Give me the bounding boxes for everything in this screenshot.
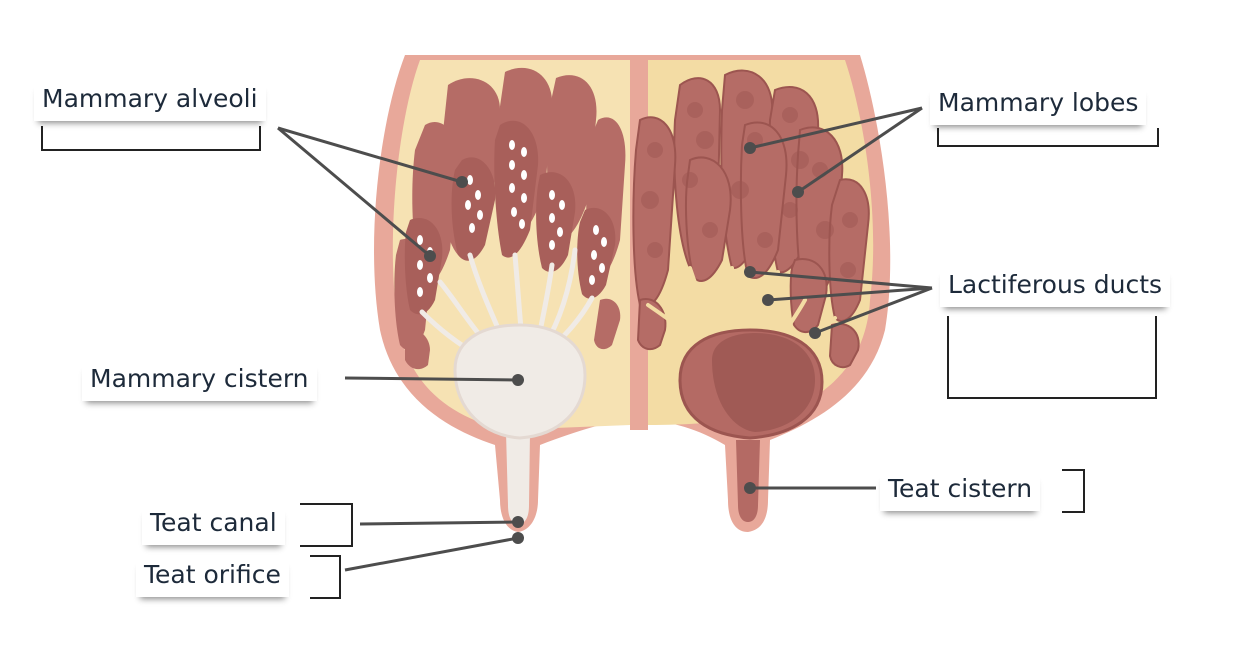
right-lobes — [632, 69, 870, 369]
right-cistern-highlight — [712, 333, 815, 432]
lobe-with-alveoli-3 — [536, 172, 576, 272]
label-teat-canal: Teat canal — [142, 506, 285, 545]
lobe-with-alveoli-2 — [494, 120, 539, 258]
leader-lines — [277, 106, 933, 572]
label-teat-cistern: Teat cistern — [880, 472, 1041, 511]
alveoli-dots — [417, 140, 607, 297]
label-mammary-alveoli: Mammary alveoli — [34, 82, 266, 121]
label-mammary-cistern: Mammary cistern — [82, 362, 317, 401]
right-teat-inner — [736, 440, 760, 522]
label-teat-orifice: Teat orifice — [136, 558, 289, 597]
answer-brackets — [41, 126, 1159, 599]
right-lobe-texture — [641, 91, 858, 278]
label-mammary-lobes: Mammary lobes — [930, 86, 1147, 125]
label-lactiferous-ducts: Lactiferous ducts — [940, 268, 1171, 307]
leader-dots — [424, 142, 821, 544]
left-teat-inner — [506, 432, 530, 524]
left-lobes — [394, 67, 626, 370]
